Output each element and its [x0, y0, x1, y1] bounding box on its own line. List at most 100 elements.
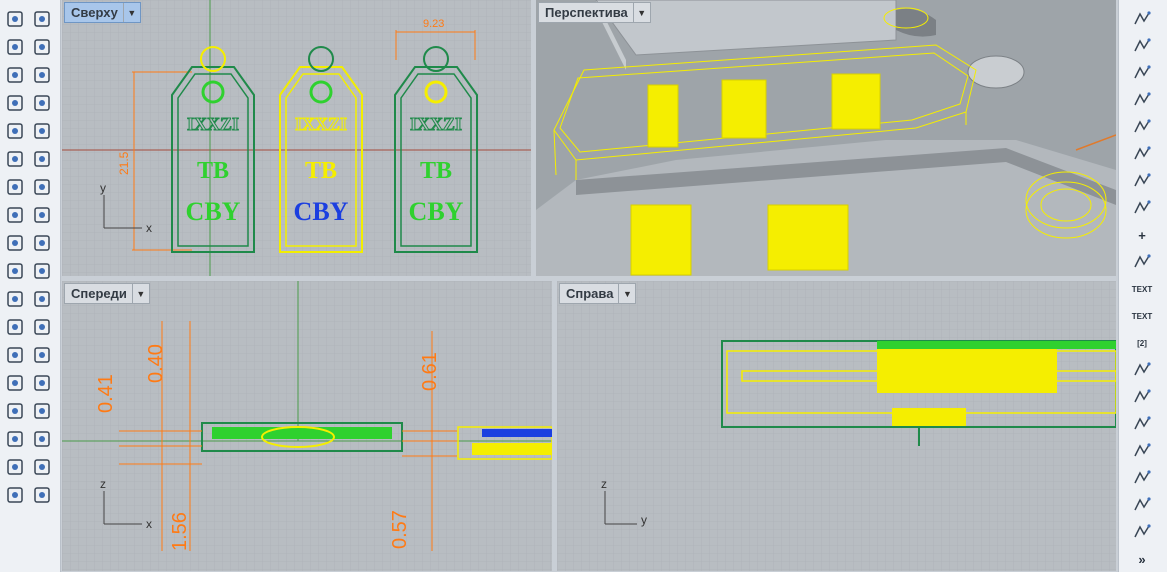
fillet-curve-icon[interactable] [31, 120, 53, 142]
extrude-surface-icon[interactable] [31, 148, 53, 170]
plus-icon[interactable]: + [1131, 224, 1153, 246]
tag-text: IXXZI [410, 114, 462, 134]
scale-icon[interactable] [31, 316, 53, 338]
transform-icon[interactable] [31, 372, 53, 394]
text-icon[interactable]: TEXT [1131, 278, 1153, 300]
axis-x-label: x [146, 517, 152, 531]
block-icon[interactable] [31, 428, 53, 450]
viewport-tab-label: Перспектива [545, 5, 628, 20]
text-object-icon[interactable] [4, 344, 26, 366]
front-object [201, 422, 552, 460]
rectangle-icon[interactable] [31, 92, 53, 114]
group-icon[interactable] [4, 372, 26, 394]
curve-from-points-icon[interactable] [1131, 8, 1153, 30]
axis-z-label: z [601, 477, 607, 491]
svg-text:9.23: 9.23 [423, 18, 444, 30]
curve-points-icon[interactable] [31, 36, 53, 58]
boolean-split-icon[interactable] [31, 288, 53, 310]
hatch-icon[interactable] [1131, 467, 1153, 489]
viewport-front[interactable]: 0.41 0.40 1.56 0.61 0.57 x z Спереди ▼ [62, 281, 552, 571]
check-icon[interactable] [31, 456, 53, 478]
front-dimension-labels: 0.41 0.40 1.56 0.61 0.57 [95, 344, 441, 551]
select-arrow-icon[interactable] [4, 8, 26, 30]
side-object [721, 340, 1116, 446]
tag-text: CBY [186, 197, 241, 226]
tag-text: CBY [294, 197, 349, 226]
tag-text: CBY [409, 197, 464, 226]
svg-text:21.5: 21.5 [117, 151, 131, 175]
tag-letters-3d [630, 73, 881, 276]
polyline-diagonal-icon[interactable] [1131, 116, 1153, 138]
viewport-right-canvas[interactable]: y z [557, 281, 1116, 571]
arc-tangent-2-icon[interactable] [1131, 197, 1153, 219]
box-edit-icon[interactable] [4, 400, 26, 422]
text-object-icon[interactable]: TEXT [1131, 305, 1153, 327]
chevron-down-icon[interactable]: ▼ [632, 3, 650, 22]
right-toolbar: + TEXT TEXT [2] » [1118, 0, 1167, 572]
render-icon[interactable] [4, 484, 26, 506]
sphere-solids-icon[interactable] [31, 176, 53, 198]
chevron-fill-icon[interactable] [1131, 251, 1153, 273]
viewport-perspective[interactable]: Перспектива ▼ [536, 0, 1116, 276]
axis-indicator-xy [103, 195, 142, 229]
boolean-union-icon[interactable] [4, 288, 26, 310]
tag-text: IXXZI [295, 114, 347, 134]
viewport-tab-top[interactable]: Сверху ▼ [64, 2, 141, 23]
viewport-perspective-canvas[interactable] [536, 0, 1116, 276]
surface-from-points-icon[interactable] [4, 148, 26, 170]
tag-outline: IXXZI ТВ CBY [394, 46, 478, 253]
point-icon[interactable] [31, 8, 53, 30]
explode-icon[interactable] [4, 232, 26, 254]
arc-icon[interactable] [4, 92, 26, 114]
chevron-down-icon[interactable]: ▼ [618, 284, 635, 303]
tag-text: ТВ [197, 158, 229, 184]
grid-array-icon[interactable] [4, 428, 26, 450]
viewport-tab-front[interactable]: Спереди ▼ [64, 283, 150, 304]
expand-more-icon[interactable]: » [1131, 548, 1153, 570]
material-icon[interactable] [31, 484, 53, 506]
polyline-zigzag-icon[interactable] [1131, 89, 1153, 111]
polyline-icon[interactable] [4, 36, 26, 58]
hatch-2-icon[interactable] [1131, 494, 1153, 516]
front-dimensions [119, 321, 457, 551]
step-line-icon[interactable] [1131, 359, 1153, 381]
tag-text: ТВ [420, 158, 452, 184]
polyline-steps-icon[interactable] [1131, 62, 1153, 84]
step-line-3-icon[interactable] [1131, 413, 1153, 435]
step-line-2-icon[interactable] [1131, 386, 1153, 408]
viewport-top-canvas[interactable]: 21.5 9.23 IXXZIТВCBYIXXZIТВCBYIXXZIТВCBY… [62, 0, 531, 276]
box-solid-icon[interactable] [4, 176, 26, 198]
toolbar-label: TEXT [1131, 284, 1153, 294]
make-2d-icon[interactable] [31, 400, 53, 422]
array-icon[interactable] [31, 344, 53, 366]
circle-icon[interactable] [4, 64, 26, 86]
ellipse-icon[interactable] [31, 64, 53, 86]
chevron-down-icon[interactable]: ▼ [122, 3, 140, 22]
left-toolbar [0, 0, 61, 572]
viewport-tab-perspective[interactable]: Перспектива ▼ [538, 2, 651, 23]
rotate-icon[interactable] [4, 316, 26, 338]
polyline-corner-icon[interactable] [1131, 35, 1153, 57]
viewport-right[interactable]: y z Справа ▼ [557, 281, 1116, 571]
viewport-tab-right[interactable]: Справа ▼ [559, 283, 637, 304]
svg-text:1.56: 1.56 [169, 512, 191, 551]
analyze-icon[interactable] [4, 456, 26, 478]
polyline-45-icon[interactable] [1131, 143, 1153, 165]
polygon-icon[interactable] [4, 120, 26, 142]
viewport-front-canvas[interactable]: 0.41 0.40 1.56 0.61 0.57 x z [62, 281, 552, 571]
contour-icon[interactable] [1131, 521, 1153, 543]
dimension-2-icon[interactable]: [2] [1131, 332, 1153, 354]
toolbar-label: » [1138, 551, 1146, 567]
cylinder-icon[interactable] [4, 204, 26, 226]
move-icon[interactable] [4, 260, 26, 282]
arc-tangent-icon[interactable] [1131, 170, 1153, 192]
chevron-down-icon[interactable]: ▼ [131, 284, 149, 303]
boolean-icon[interactable] [31, 232, 53, 254]
toolbar-label: + [1138, 227, 1146, 243]
mesh-plane-icon[interactable] [31, 204, 53, 226]
project-icon[interactable] [31, 260, 53, 282]
leader-icon[interactable] [1131, 440, 1153, 462]
axis-y-label: y [100, 181, 106, 195]
